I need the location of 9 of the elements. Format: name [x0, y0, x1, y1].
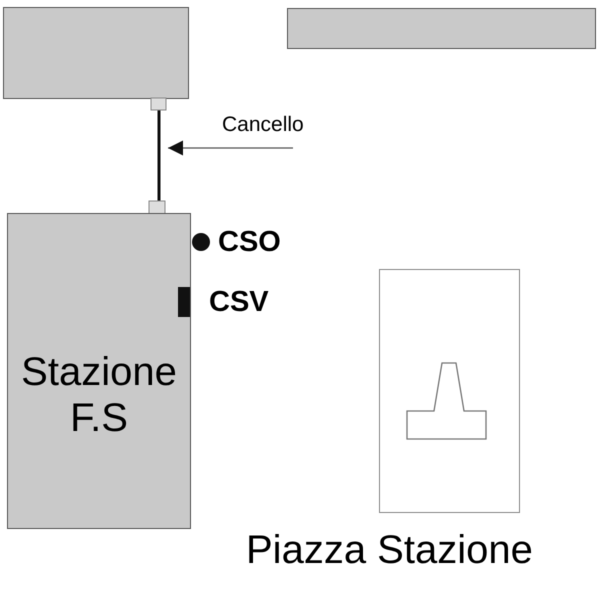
- building-block: [3, 7, 189, 99]
- square-label: Piazza Stazione: [246, 527, 533, 573]
- gate-label: Cancello: [222, 113, 304, 137]
- arrow: [168, 140, 293, 156]
- building-label: Stazione F.S: [20, 349, 178, 441]
- sensor-label: CSO: [218, 226, 281, 259]
- building-block: [287, 8, 596, 49]
- station-building: [7, 213, 191, 529]
- sensor-label: CSV: [209, 286, 269, 319]
